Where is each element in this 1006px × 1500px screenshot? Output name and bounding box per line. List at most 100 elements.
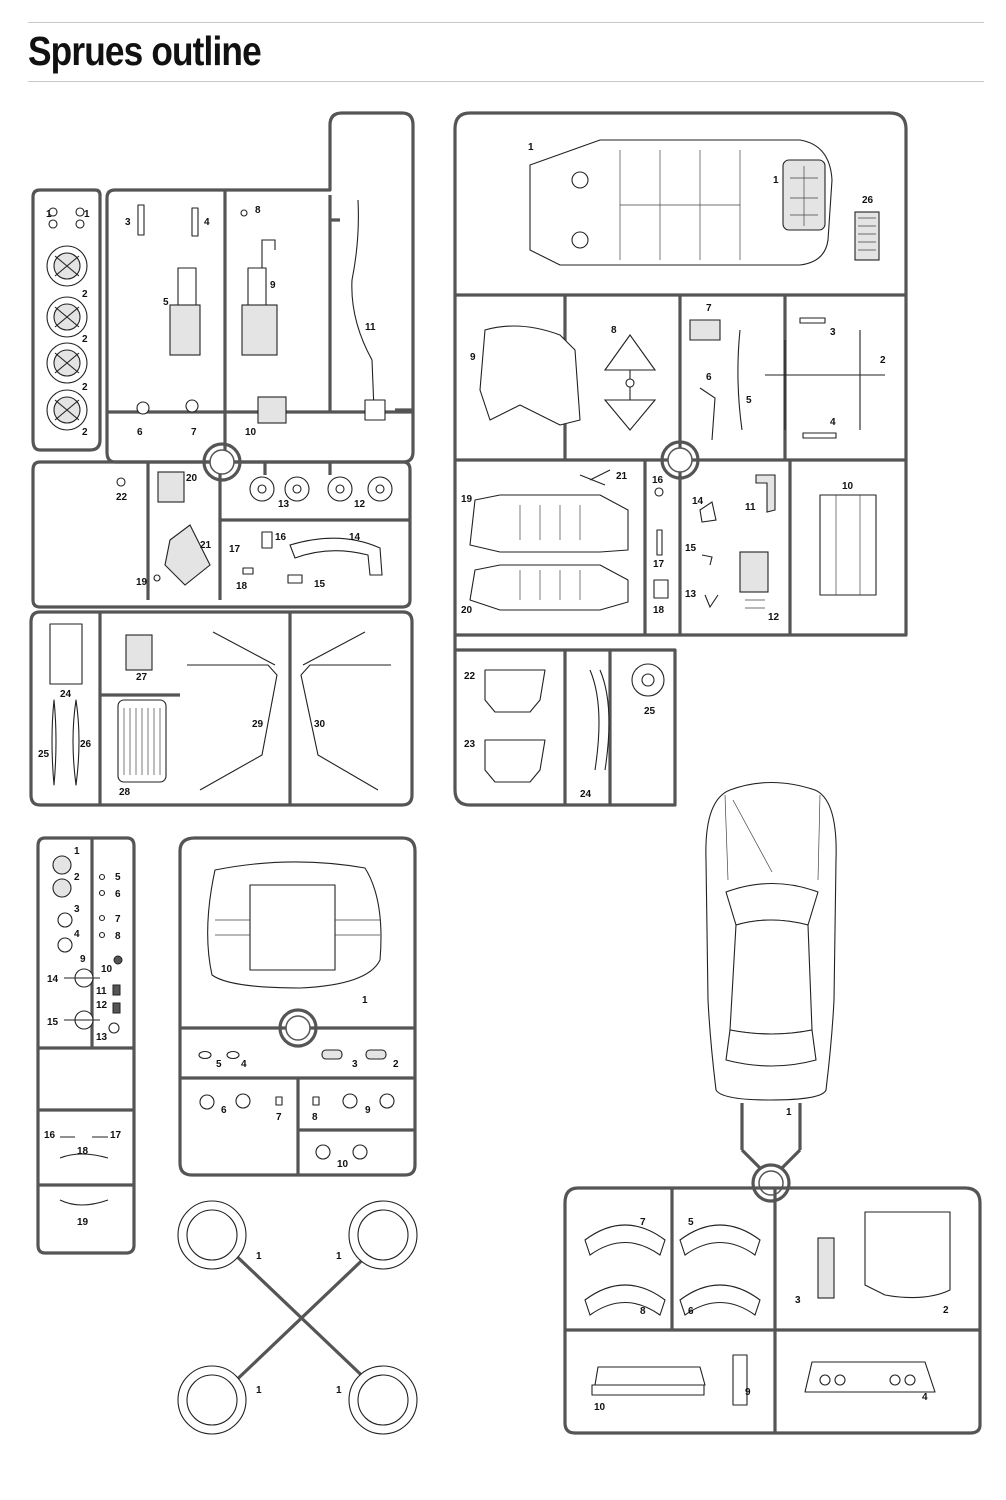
label: 3 [830, 327, 836, 338]
label: 5 [216, 1059, 222, 1070]
label: 25 [38, 749, 50, 760]
label: 14 [47, 974, 59, 985]
engine-parts [136, 199, 386, 424]
panels [49, 623, 391, 791]
label: 28 [119, 787, 131, 798]
label: 5 [115, 872, 121, 883]
label: 2 [82, 289, 88, 300]
label: 3 [125, 217, 131, 228]
floor-pans [469, 469, 877, 611]
label: 6 [115, 889, 121, 900]
label: 30 [314, 719, 326, 730]
label: 1 [336, 1251, 342, 1262]
label: 1 [773, 175, 779, 186]
label: 16 [652, 475, 664, 486]
label: 1 [786, 1107, 792, 1118]
label: 7 [276, 1112, 282, 1123]
label: 20 [461, 605, 473, 616]
label: 10 [594, 1402, 606, 1413]
label: 19 [136, 577, 148, 588]
label: 22 [116, 492, 128, 503]
label: 15 [47, 1017, 59, 1028]
label: 2 [393, 1059, 399, 1070]
label: 11 [745, 502, 756, 513]
label: 14 [692, 496, 704, 507]
label: 17 [653, 559, 665, 570]
label: 16 [44, 1130, 56, 1141]
label: 4 [922, 1392, 928, 1403]
label: 1 [336, 1385, 342, 1396]
label: 1 [74, 846, 80, 857]
label: 10 [245, 427, 257, 438]
header-rule-top [28, 22, 984, 23]
label: 19 [77, 1217, 89, 1228]
label: 1 [256, 1251, 262, 1262]
label: 6 [221, 1105, 227, 1116]
label: 7 [640, 1217, 646, 1228]
label: 8 [255, 205, 261, 216]
label: 6 [137, 427, 143, 438]
label: 8 [640, 1306, 646, 1317]
label: 11 [365, 322, 376, 333]
label: 25 [644, 706, 656, 717]
label: 5 [688, 1217, 694, 1228]
label: 13 [278, 499, 290, 510]
label: 8 [115, 931, 121, 942]
label: 1 [256, 1385, 262, 1396]
label: 2 [943, 1305, 949, 1316]
label: 11 [96, 986, 107, 997]
chassis-floor [529, 139, 880, 266]
label: 17 [110, 1130, 122, 1141]
label: 16 [275, 532, 287, 543]
label: 2 [82, 382, 88, 393]
label: 27 [136, 672, 148, 683]
label: 6 [706, 372, 712, 383]
seats-and-parts [484, 663, 665, 783]
label: 21 [616, 471, 628, 482]
label: 9 [745, 1387, 751, 1398]
label: 4 [204, 217, 210, 228]
round-parts [116, 471, 393, 586]
label: 13 [685, 589, 697, 600]
label: 18 [236, 581, 248, 592]
label: 3 [74, 904, 80, 915]
label: 1 [84, 209, 90, 220]
label: 1 [528, 142, 534, 153]
label: 12 [96, 1000, 108, 1011]
label: 19 [461, 494, 473, 505]
label: 5 [746, 395, 752, 406]
label: 14 [349, 532, 361, 543]
label: 12 [354, 499, 366, 510]
label: 18 [77, 1146, 89, 1157]
label: 2 [82, 334, 88, 345]
label: 7 [706, 303, 712, 314]
label: 9 [270, 280, 276, 291]
header-rule-bottom [28, 81, 984, 82]
sprue-f: 1 7 5 3 2 8 6 10 9 4 [563, 781, 982, 1435]
label: 8 [611, 325, 617, 336]
page-title: Sprues outline [28, 28, 262, 74]
label: 3 [795, 1295, 801, 1306]
label: 9 [365, 1105, 371, 1116]
subframe [479, 317, 885, 441]
sprue-c: 1 2 5 6 3 7 4 8 9 10 14 11 12 15 13 16 1… [36, 836, 136, 1255]
label: 2 [74, 872, 80, 883]
label: 20 [186, 473, 198, 484]
label: 23 [464, 739, 476, 750]
sprue-a: 1 1 2 2 2 2 3 4 8 5 9 11 6 7 10 22 20 13… [29, 111, 415, 807]
label: 4 [241, 1059, 247, 1070]
label: 2 [880, 355, 886, 366]
label: 12 [768, 612, 780, 623]
label: 10 [101, 964, 113, 975]
label: 6 [688, 1306, 694, 1317]
sprue-b: 1 1 26 3 9 8 7 6 5 2 4 21 16 10 19 14 11… [453, 111, 908, 807]
wheel-hubs [46, 207, 88, 431]
sprue-e: 1 1 1 1 [177, 1200, 418, 1435]
label: 3 [352, 1059, 358, 1070]
label: 9 [80, 954, 86, 965]
sprue-d: 1 5 4 3 2 6 7 8 9 10 [178, 836, 417, 1177]
label: 22 [464, 671, 476, 682]
label: 10 [337, 1159, 349, 1170]
label: 29 [252, 719, 264, 730]
